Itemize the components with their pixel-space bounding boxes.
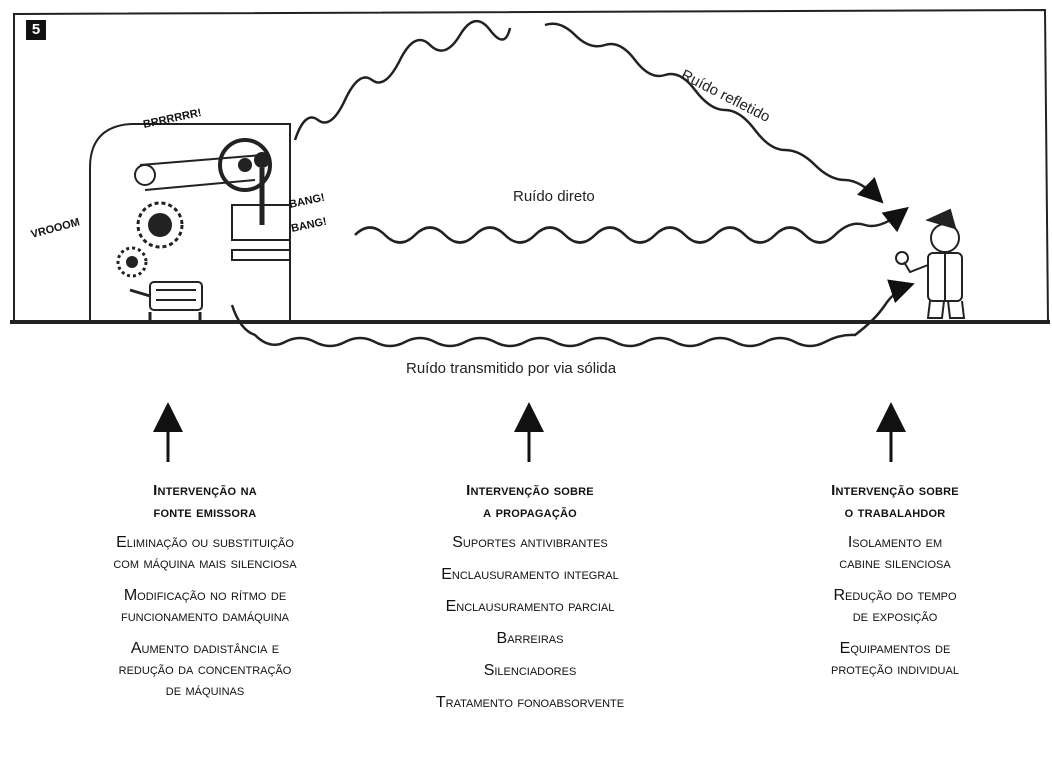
measure-item: Isolamento em cabine silenciosa — [839, 534, 951, 572]
solid-wave — [230, 279, 915, 348]
measure-item: Eliminação ou substituição com máquina m… — [113, 534, 297, 572]
column-propagacao: Intervenção sobre a propagação Suportes … — [365, 480, 695, 724]
sfx-brrr: BRRRRRR! — [142, 107, 202, 131]
figure-number-badge: 5 — [26, 20, 46, 40]
measure-item: Enclausuramento parcial — [445, 598, 615, 615]
sfx-bang-2: BANG! — [290, 216, 328, 235]
room-frame — [10, 8, 1050, 324]
column-heading: Intervenção na fonte emissora — [153, 482, 257, 521]
measure-item: Redução do tempo de exposição — [833, 587, 957, 625]
machine-illustration — [89, 123, 291, 322]
column-fonte-emissora: Intervenção na fonte emissora Eliminação… — [40, 480, 370, 712]
measure-item: Suportes antivibrantes — [452, 534, 608, 551]
sfx-vroom: VROOOM — [30, 216, 82, 241]
measure-item: Aumento dadistância e redução da concent… — [118, 640, 292, 699]
noise-paths — [230, 20, 915, 348]
reflected-wave — [293, 20, 512, 141]
label-direct: Ruído direto — [513, 188, 595, 205]
column-trabalhador: Intervenção sobre o trabalahdor Isolamen… — [730, 480, 1052, 691]
column-heading: Intervenção sobre o trabalahdor — [831, 482, 959, 521]
measure-item: Tratamento fonoabsorvente — [435, 694, 625, 711]
measure-item: Modificação no rítmo de funcionamento da… — [120, 587, 290, 625]
column-heading: Intervenção sobre a propagação — [466, 482, 594, 521]
worker-illustration — [895, 208, 966, 319]
label-solid: Ruído transmitido por via sólida — [406, 360, 617, 377]
label-reflected: Ruído refletido — [678, 66, 773, 125]
direct-wave — [354, 206, 909, 244]
measure-item: Equipamentos de proteção individual — [831, 640, 959, 678]
measure-item: Enclausuramento integral — [441, 566, 619, 583]
pointer-arrows — [153, 402, 906, 462]
sfx-bang-1: BANG! — [288, 192, 326, 211]
reflected-wave-right — [544, 22, 884, 204]
measure-item: Silenciadores — [483, 662, 577, 679]
measure-item: Barreiras — [496, 630, 564, 647]
